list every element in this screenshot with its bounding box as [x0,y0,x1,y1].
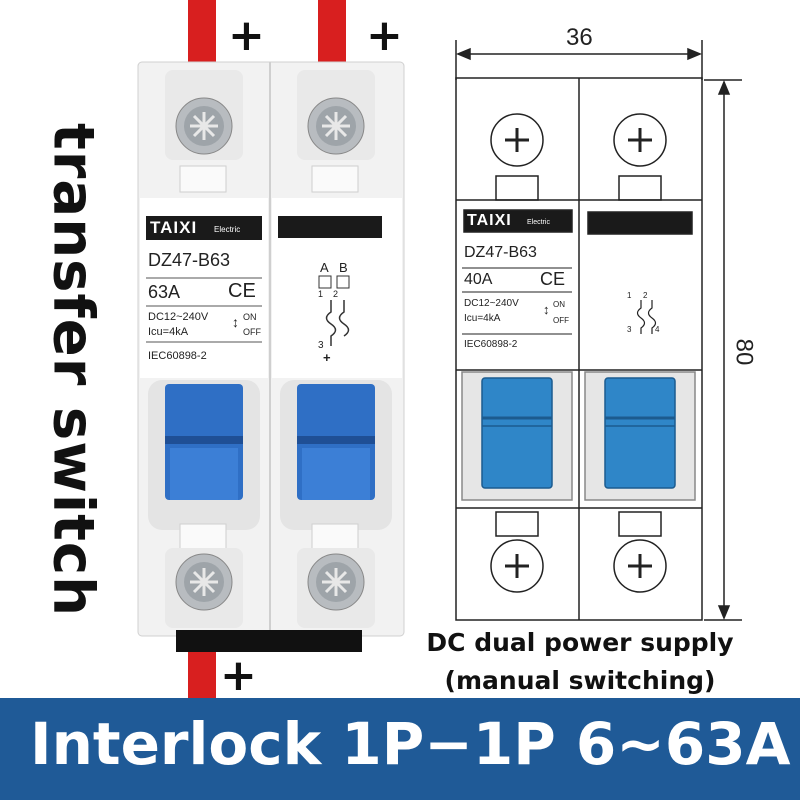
drawing-model: DZ47-B63 [464,244,537,261]
drawing-on-label: ON [553,300,565,309]
screw-icon [307,97,365,155]
drawing-brand: TAIXI [467,212,512,229]
drawing-wiring-label-3: 3 [627,325,632,334]
bottom-banner: Interlock 1P−1P 6~63A [0,698,800,800]
top-left-wire [188,0,216,72]
drawing-brand-sub: Electric [527,219,550,226]
on-off-arrow-icon: ↕ [232,314,239,330]
screw-icon [307,553,365,611]
photo-brand: TAIXI [150,218,198,237]
drawing-on-off-arrow-icon: ↕ [543,302,550,317]
drawing-wiring-label-4: 4 [655,325,660,334]
positive-terminal-right: + [366,10,403,61]
drawing-standard: IEC60898-2 [464,339,518,350]
photo-off-label: OFF [243,327,261,337]
technical-drawing [455,77,703,621]
positive-terminal-bottom: + [220,650,257,701]
width-dimension [455,40,703,80]
right-handle [297,384,375,500]
wiring-label-1: 1 [318,289,324,299]
top-right-wire [318,0,346,72]
width-dimension-label: 36 [566,24,593,51]
drawing-ce-mark: CE [540,269,566,289]
photo-rating: 63A [148,282,181,302]
caption-line-1: DC dual power supply [426,628,734,657]
photo-breaker [137,61,405,637]
wiring-label-b: B [339,260,348,275]
photo-model: DZ47-B63 [148,250,231,270]
height-dimension-label: 80 [730,338,758,366]
height-dimension [704,79,742,621]
caption-line-2: (manual switching) [444,666,716,695]
photo-ce-mark: CE [228,280,256,302]
photo-icu: Icu=4kA [148,326,189,338]
photo-standard: IEC60898-2 [148,350,207,362]
left-handle [165,384,243,500]
drawing-icu: Icu=4kA [464,313,501,324]
side-title: transfer switch [40,123,106,617]
wiring-label-3: 3 [318,340,324,351]
positive-terminal-left: + [228,10,265,61]
bottom-wire [188,650,216,700]
banner-title: Interlock 1P−1P 6~63A [30,710,791,778]
wiring-label-a: A [320,260,329,275]
wiring-label-2: 2 [333,289,339,299]
screw-icon [175,97,233,155]
interlock-base-bar [176,630,362,652]
photo-on-label: ON [243,312,257,322]
drawing-wiring-label-2: 2 [643,291,648,300]
drawing-wiring-label-1: 1 [627,291,632,300]
drawing-off-label: OFF [553,316,569,325]
drawing-rating: 40A [464,271,493,288]
photo-brand-sub: Electric [214,225,241,234]
screw-icon [175,553,233,611]
wiring-label-plus: + [323,350,331,365]
photo-voltage: DC12~240V [148,311,209,323]
drawing-voltage: DC12~240V [464,298,519,309]
